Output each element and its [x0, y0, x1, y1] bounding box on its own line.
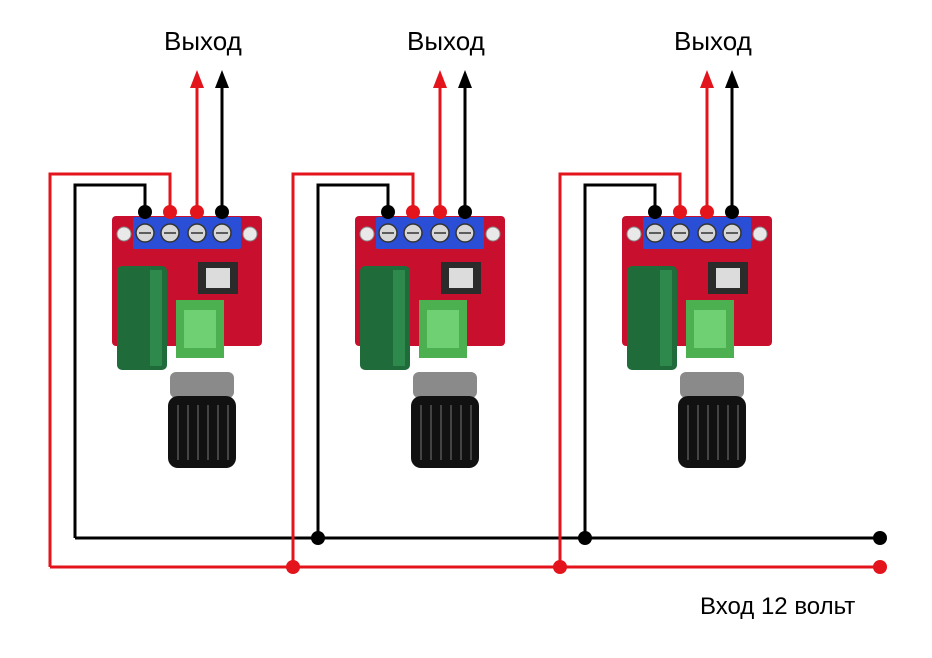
output-label: Выход	[164, 26, 242, 56]
pwm-module-icon	[622, 216, 772, 370]
output-arrow-icon	[215, 70, 229, 88]
potentiometer-knob-icon	[168, 372, 236, 468]
module-wires	[558, 70, 739, 567]
output-label: Выход	[407, 26, 485, 56]
output-arrow-icon	[433, 70, 447, 88]
input-positive-terminal	[873, 560, 887, 574]
pwm-module-1: Выход	[48, 26, 262, 567]
input-negative-terminal	[873, 531, 887, 545]
potentiometer-knob-icon	[678, 372, 746, 468]
module-wires	[291, 70, 472, 567]
pwm-module-3: Выход	[553, 26, 772, 574]
pwm-module-2: Выход	[286, 26, 505, 574]
output-arrow-icon	[190, 70, 204, 88]
output-arrow-icon	[700, 70, 714, 88]
potentiometer-knob-icon	[411, 372, 479, 468]
pwm-module-icon	[355, 216, 505, 370]
output-arrow-icon	[458, 70, 472, 88]
module-wires	[48, 70, 229, 567]
output-arrow-icon	[725, 70, 739, 88]
pwm-module-icon	[112, 216, 262, 370]
input-label: Вход 12 вольт	[700, 593, 855, 620]
output-label: Выход	[674, 26, 752, 56]
